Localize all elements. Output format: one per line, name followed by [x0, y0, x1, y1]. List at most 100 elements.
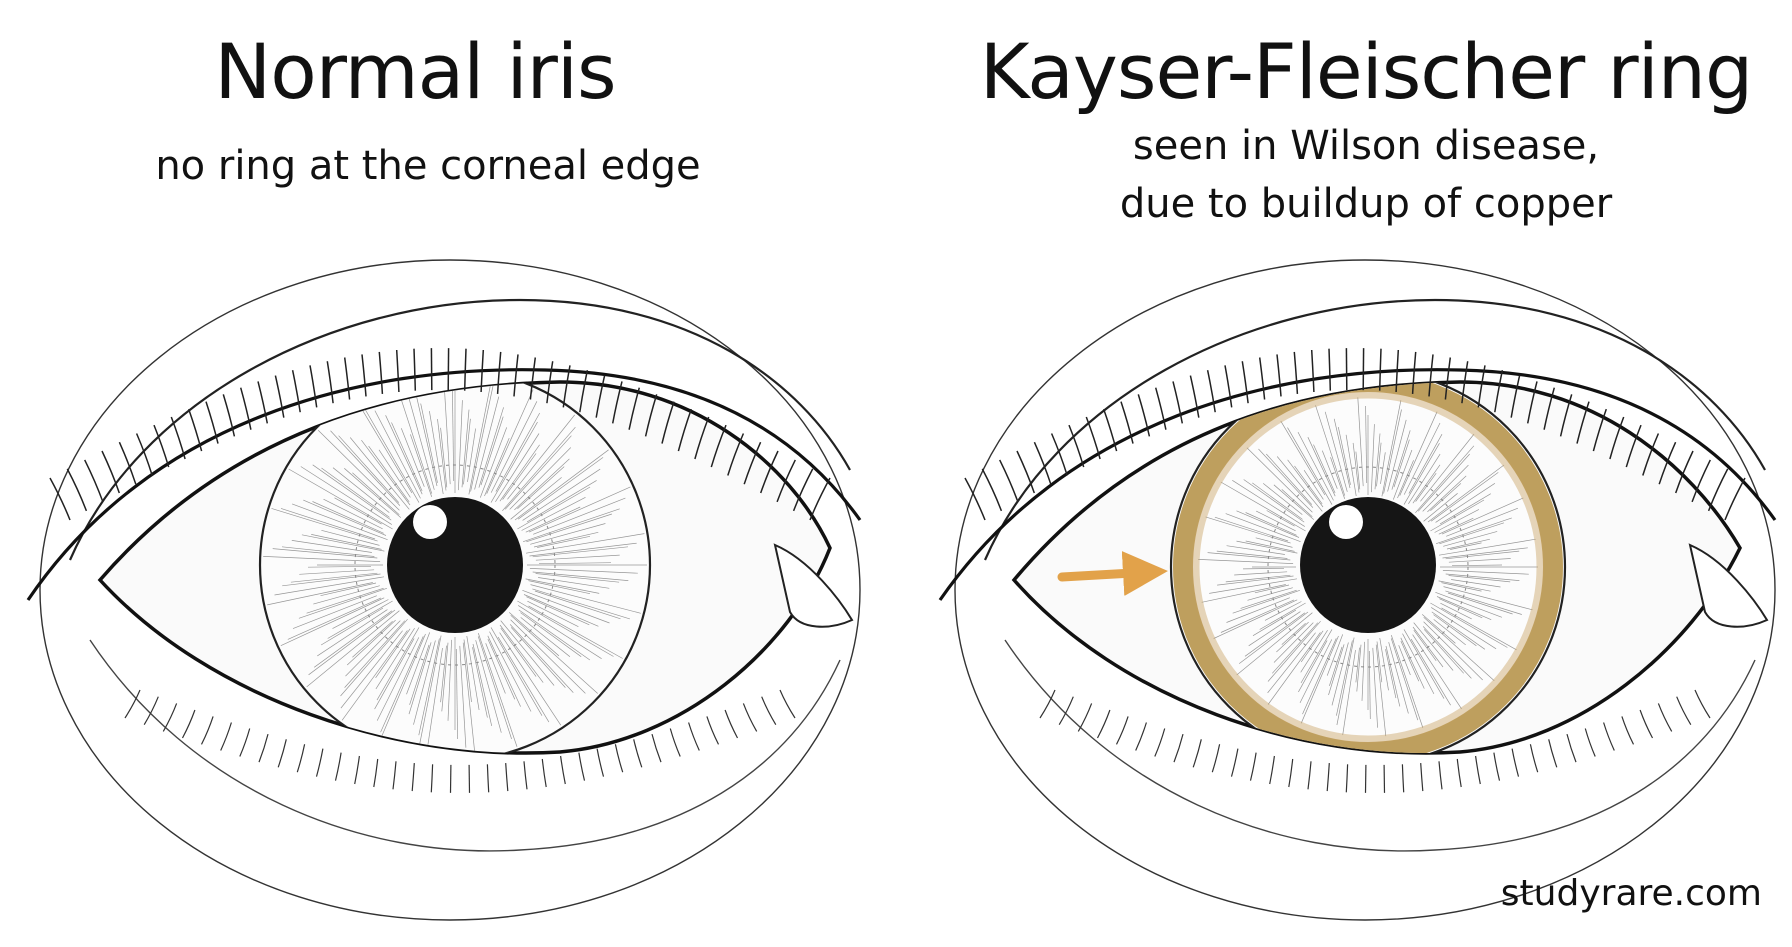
right-tear-duct	[1688, 543, 1769, 628]
iris-fiber	[1297, 431, 1334, 501]
iris-fiber	[405, 388, 435, 490]
iris-fiber	[1439, 522, 1505, 545]
iris-fiber	[1420, 433, 1475, 502]
iris-fiber	[1427, 475, 1467, 513]
left-eye-lower-fold	[89, 639, 841, 852]
iris-fiber	[413, 640, 436, 725]
kf-ring-pointer-arrow	[1057, 551, 1168, 596]
iris-fiber	[522, 468, 601, 521]
iris-fiber	[291, 540, 372, 553]
iris-fiber	[1402, 633, 1435, 695]
iris-fiber	[1438, 580, 1491, 592]
iris-fiber	[532, 571, 629, 581]
iris-fiber	[1417, 453, 1470, 512]
iris-fiber	[341, 630, 408, 721]
eyelash	[792, 468, 814, 512]
iris-fiber	[1448, 575, 1511, 583]
eyelash	[1694, 689, 1711, 719]
eyelash	[486, 764, 490, 793]
iris-fiber	[385, 415, 423, 495]
iris-fiber	[1273, 622, 1314, 663]
iris-fiber	[463, 418, 471, 485]
iris-fiber	[1439, 493, 1491, 525]
iris-fiber	[489, 631, 532, 712]
iris-fiber	[508, 612, 560, 657]
iris-fiber	[1433, 614, 1477, 647]
eyelash	[1395, 349, 1400, 393]
iris-fiber	[307, 565, 372, 568]
eyelash	[1189, 375, 1200, 418]
eyelash	[291, 370, 301, 413]
iris-fiber	[1430, 483, 1462, 512]
eyelash	[1154, 387, 1167, 430]
iris-fiber	[525, 578, 600, 594]
iris-fiber	[495, 412, 541, 492]
iris-fiber	[1248, 611, 1301, 647]
iris-fiber	[1328, 644, 1345, 696]
eyelash	[1096, 709, 1111, 739]
iris-fiber	[1423, 616, 1495, 682]
iris-fiber	[529, 568, 638, 574]
iris-fiber	[1413, 622, 1454, 671]
iris-fiber	[495, 433, 540, 502]
iris-fiber	[1433, 619, 1466, 646]
iris-fiber	[1400, 637, 1425, 689]
eyelash	[1077, 703, 1093, 732]
eyelash	[1548, 739, 1558, 768]
iris-fiber	[1220, 599, 1295, 633]
eyelash	[562, 365, 571, 408]
iris-fiber	[437, 419, 447, 491]
iris-fiber	[528, 486, 631, 533]
iris-fiber	[1415, 472, 1437, 502]
eyelash	[651, 733, 662, 763]
eyelash	[677, 408, 693, 452]
iris-fiber	[1440, 602, 1472, 620]
iris-fiber	[517, 466, 565, 510]
iris-fiber	[1391, 430, 1411, 490]
iris-fiber	[1435, 591, 1503, 618]
iris-fiber	[474, 396, 500, 490]
normal-eye-drawing	[26, 259, 862, 921]
eyelash	[334, 752, 342, 781]
iris-fiber	[1337, 427, 1351, 485]
eyelash	[309, 365, 318, 408]
eyelash	[239, 387, 252, 430]
left-eye-brow-fold	[68, 298, 851, 561]
eyelash	[644, 394, 658, 437]
iris-fiber	[459, 645, 467, 748]
iris-fiber	[1236, 612, 1313, 676]
iris-fiber	[1281, 489, 1313, 518]
iris-fiber	[1276, 456, 1323, 512]
iris-fiber	[525, 506, 581, 533]
eyelash	[1401, 764, 1405, 793]
iris-fiber	[477, 636, 512, 740]
iris-fiber	[1226, 597, 1290, 623]
iris-fiber	[1207, 552, 1291, 561]
iris-fiber	[520, 617, 571, 657]
eyelash	[170, 416, 186, 460]
eyelash	[1058, 696, 1074, 726]
eyelash	[1411, 351, 1417, 394]
eyelash	[981, 468, 1003, 512]
eyelash	[727, 433, 745, 476]
iris-fiber	[499, 624, 544, 683]
iris-fiber	[1280, 420, 1326, 496]
iris-fiber	[526, 513, 613, 543]
iris-fiber	[447, 639, 452, 721]
iris-fiber	[1214, 516, 1289, 542]
eyelash	[395, 349, 400, 393]
eyelash	[964, 477, 986, 521]
iris-fiber	[458, 400, 463, 491]
eyelash	[135, 433, 153, 476]
iris-fiber	[378, 449, 411, 498]
iris-fiber	[312, 464, 392, 521]
iris-fiber	[1256, 510, 1296, 532]
eyelash	[1444, 357, 1452, 400]
eyelash	[1249, 752, 1257, 781]
eyelash	[546, 361, 554, 404]
iris-fiber	[376, 637, 420, 721]
iris-fiber	[1302, 638, 1337, 715]
iris-fiber	[510, 614, 598, 694]
iris-fiber	[517, 600, 614, 657]
